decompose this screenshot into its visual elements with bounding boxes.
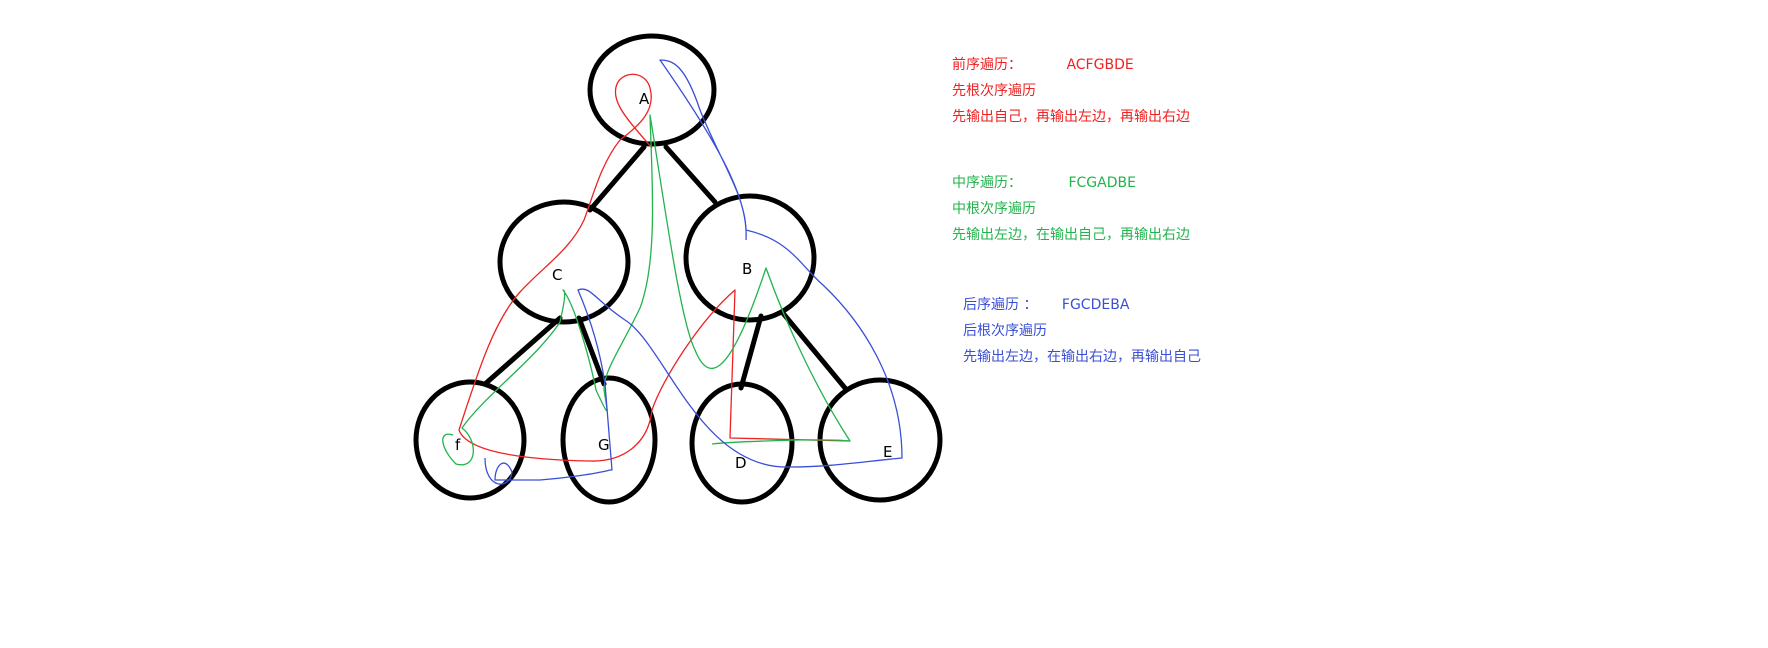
preorder-note: 前序遍历： ACFGBDE 先根次序遍历 先输出自己，再输出左边，再输出右边: [952, 52, 1190, 130]
postorder-name: 后根次序遍历: [963, 323, 1047, 339]
node-g-circle: [560, 375, 658, 505]
preorder-name: 先根次序遍历: [952, 83, 1036, 99]
node-c-label: C: [552, 266, 562, 284]
inorder-rule: 先输出左边，在输出自己，再输出右边: [952, 227, 1190, 243]
node-b-label: B: [742, 260, 752, 278]
node-a-label: A: [639, 90, 650, 108]
postorder-traversal-path: [484, 59, 903, 485]
postorder-title: 后序遍历 ：: [963, 297, 1038, 313]
preorder-traversal-path: [458, 73, 851, 462]
inorder-note: 中序遍历： FCGADBE 中根次序遍历 先输出左边，在输出自己，再输出右边: [952, 170, 1190, 248]
node-g-label: G: [598, 436, 610, 454]
edge-c-f: [482, 315, 563, 387]
preorder-sequence: ACFGBDE: [1066, 57, 1134, 73]
inorder-sequence: FCGADBE: [1068, 175, 1136, 191]
inorder-name: 中根次序遍历: [952, 201, 1036, 217]
postorder-rule: 先输出左边，在输出右边，再输出自己: [963, 349, 1201, 365]
node-f-label: f: [455, 436, 461, 454]
node-e-label: E: [883, 443, 892, 461]
edge-b-d: [738, 313, 764, 391]
inorder-title: 中序遍历：: [952, 175, 1022, 191]
preorder-rule: 先输出自己，再输出左边，再输出右边: [952, 109, 1190, 125]
node-d-circle: [689, 381, 795, 505]
preorder-title: 前序遍历：: [952, 57, 1022, 73]
edge-a-b: [663, 144, 718, 205]
edge-c-g: [576, 315, 607, 387]
node-b-circle: [683, 193, 817, 323]
postorder-sequence: FGCDEBA: [1061, 297, 1130, 313]
node-d-label: D: [735, 454, 747, 472]
postorder-note: 后序遍历 ： FGCDEBA 后根次序遍历 先输出左边，在输出右边，再输出自己: [963, 292, 1201, 370]
node-f-circle: [413, 379, 527, 501]
node-a-circle: [587, 33, 717, 147]
inorder-traversal-path: [442, 114, 851, 466]
edge-b-e: [779, 309, 848, 391]
edge-a-c: [587, 144, 647, 213]
node-c-circle: [497, 199, 631, 325]
